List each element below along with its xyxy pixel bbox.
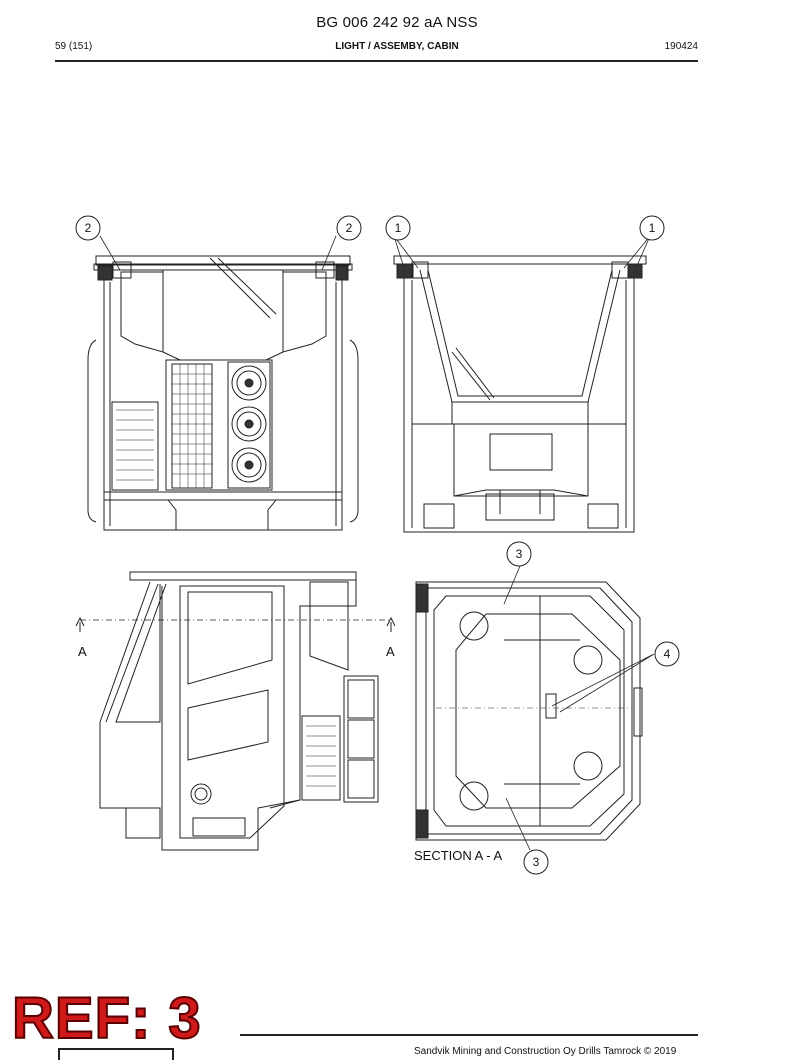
section-marker-left: A bbox=[78, 644, 87, 659]
callout-circles bbox=[75, 215, 680, 875]
callout-2-front-right: 2 bbox=[346, 221, 353, 235]
callout-3-section-top: 3 bbox=[516, 547, 523, 561]
section-marker-right: A bbox=[386, 644, 395, 659]
date-code: 190424 bbox=[664, 41, 698, 52]
section-a-a-view bbox=[415, 581, 643, 841]
header-rule bbox=[55, 60, 698, 62]
callout-1-rear-left: 1 bbox=[395, 221, 402, 235]
cabin-rear-view bbox=[393, 255, 647, 533]
page-number: 59 (151) bbox=[55, 41, 93, 52]
callout-1-rear-right: 1 bbox=[649, 221, 656, 235]
callout-2-front-left: 2 bbox=[85, 221, 92, 235]
cabin-front-view bbox=[87, 255, 359, 531]
section-caption: SECTION A - A bbox=[414, 848, 502, 863]
callout-leaders bbox=[99, 235, 655, 851]
callout-3-section-bottom: 3 bbox=[533, 855, 540, 869]
footer-copyright: Sandvik Mining and Construction Oy Drill… bbox=[414, 1046, 677, 1057]
cabin-side-view bbox=[75, 571, 396, 851]
section-title: LIGHT / ASSEMBY, CABIN bbox=[335, 41, 459, 52]
footer-rule bbox=[240, 1034, 698, 1036]
ref-stamp: REF: 3 bbox=[11, 985, 202, 1052]
sandvik-logo-icon bbox=[58, 1048, 174, 1060]
callout-4-section: 4 bbox=[664, 647, 671, 661]
document-title: BG 006 242 92 aA NSS bbox=[316, 14, 478, 31]
